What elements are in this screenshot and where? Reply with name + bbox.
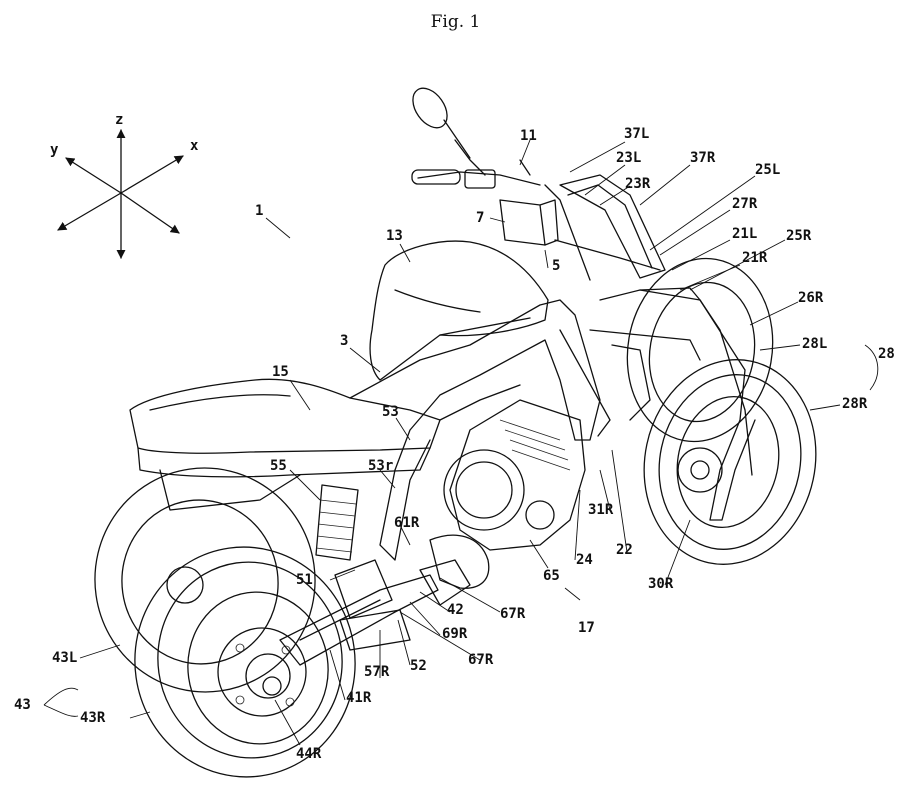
label-24: 24 <box>576 552 593 568</box>
label-31R: 31R <box>588 502 614 518</box>
label-26R: 26R <box>798 290 824 306</box>
axis-label-z: z <box>115 112 124 128</box>
label-1: 1 <box>255 203 264 219</box>
label-65: 65 <box>543 568 560 584</box>
label-42: 42 <box>447 602 464 618</box>
label-17: 17 <box>578 620 595 636</box>
engine <box>429 399 586 589</box>
label-61R: 61R <box>394 515 420 531</box>
mirror <box>412 87 471 159</box>
label-30R: 30R <box>648 576 674 592</box>
main-frame <box>349 299 611 561</box>
label-53r: 53r <box>368 458 394 474</box>
label-23L: 23L <box>616 150 642 166</box>
label-44R: 44R <box>296 746 322 762</box>
label-28L: 28L <box>802 336 828 352</box>
label-41R: 41R <box>346 690 372 706</box>
axis-label-x: x <box>190 138 199 154</box>
label-69R: 69R <box>442 626 468 642</box>
label-5: 5 <box>552 258 561 274</box>
label-21R: 21R <box>742 250 768 266</box>
figure-title: Fig. 1 <box>430 12 481 32</box>
label-25L: 25L <box>755 162 781 178</box>
axis-label-y: y <box>50 142 59 158</box>
label-7: 7 <box>476 210 485 226</box>
rear-shock <box>315 484 359 561</box>
label-53: 53 <box>382 404 399 420</box>
label-67R-upper: 67R <box>500 606 526 622</box>
label-57R: 57R <box>364 664 390 680</box>
label-28R: 28R <box>842 396 868 412</box>
label-3: 3 <box>340 333 349 349</box>
label-11: 11 <box>520 128 537 144</box>
axis-indicator <box>57 129 184 259</box>
front-fork <box>589 287 756 521</box>
label-13: 13 <box>386 228 403 244</box>
label-27R: 27R <box>732 196 758 212</box>
label-55: 55 <box>270 458 287 474</box>
label-25R: 25R <box>786 228 812 244</box>
label-52: 52 <box>410 658 427 674</box>
rear-wheel-right <box>134 546 356 778</box>
front-cowl <box>559 174 666 279</box>
label-67R-lower: 67R <box>468 652 494 668</box>
instrument-box <box>499 199 559 246</box>
label-21L: 21L <box>732 226 758 242</box>
label-43: 43 <box>14 697 31 713</box>
label-22: 22 <box>616 542 633 558</box>
label-43L: 43L <box>52 650 78 666</box>
label-23R: 23R <box>625 176 651 192</box>
rear-wheel-left <box>94 467 316 693</box>
label-43R: 43R <box>80 710 106 726</box>
label-28: 28 <box>878 346 895 362</box>
fuel-tank <box>369 240 549 381</box>
front-wheel-right <box>643 359 817 565</box>
handlebar <box>411 139 661 281</box>
exhaust <box>339 609 411 651</box>
label-37L: 37L <box>624 126 650 142</box>
label-37R: 37R <box>690 150 716 166</box>
leader-lines <box>43 139 879 746</box>
label-15: 15 <box>272 364 289 380</box>
seat <box>129 378 441 511</box>
label-51: 51 <box>296 572 313 588</box>
